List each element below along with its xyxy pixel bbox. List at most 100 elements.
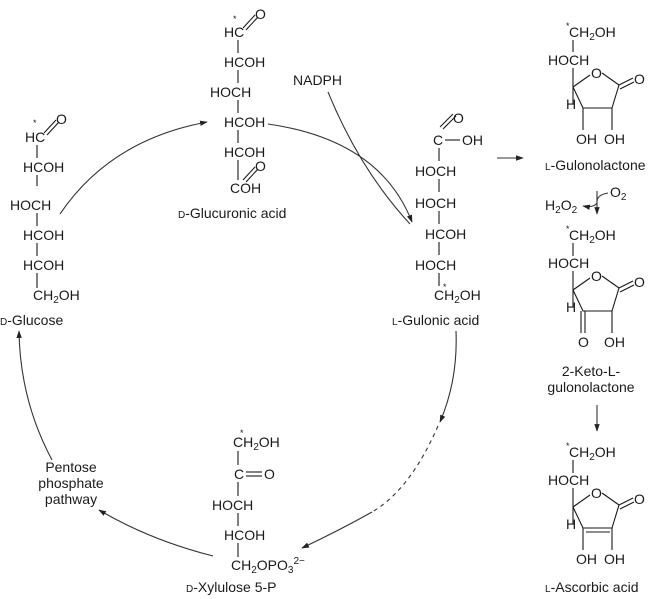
ascorbic-name: L-Ascorbic acid	[545, 579, 638, 595]
keto-o: O	[578, 334, 589, 350]
glucose-c6: CH2OH	[33, 287, 80, 306]
ascorbic-carbonyl-o: O	[634, 491, 645, 507]
ring-bond	[572, 277, 591, 291]
nadph-label: NADPH	[293, 72, 342, 88]
xylulose-c4: HCOH	[224, 527, 265, 543]
gulonolactone-ring-o: O	[591, 65, 602, 81]
gulonic-name: L-Gulonic acid	[392, 312, 479, 328]
arrow-glucose-to-glucuronic	[59, 120, 208, 215]
gulonic-c3: HOCH	[415, 195, 456, 211]
label-marker: *	[566, 21, 570, 31]
gulonolactone-carbonyl-o: O	[634, 71, 645, 87]
xylulose-keto-o: O	[264, 466, 275, 482]
double-bond	[439, 113, 454, 128]
label-marker: *	[566, 224, 570, 234]
double-bond	[618, 280, 634, 289]
arrow-ppp-to-glucose	[16, 330, 53, 461]
ascorbic-oh2: OH	[604, 551, 625, 567]
double-bond	[242, 166, 256, 181]
glucose-c4: HCOH	[23, 227, 64, 243]
gulonolactone-oh2: OH	[604, 131, 625, 147]
glucuronic-c4: HCOH	[224, 114, 265, 130]
double-bond	[619, 284, 635, 293]
glucuronic-c1: HC	[224, 24, 244, 40]
double-bond	[618, 77, 634, 86]
glucose-c3: HOCH	[10, 197, 51, 213]
glucuronic-c5: HCOH	[224, 144, 265, 160]
arrow-gulonic-down	[439, 330, 457, 423]
h2o2-output-arrow	[582, 202, 598, 210]
keto-h: H	[566, 299, 576, 315]
ascorbic-oh1: OH	[576, 551, 597, 567]
glucose-c5: HCOH	[23, 257, 64, 273]
oxidation-step: O2 H2O2	[545, 184, 627, 216]
d-glucose-structure: * HC O HCOH HOCH HCOH HCOH CH2OH D-Gluco…	[0, 111, 80, 328]
keto-ch2oh: CH2OH	[569, 227, 616, 246]
ppp-line2: phosphate	[38, 475, 104, 491]
arrow-nadph-input	[327, 91, 411, 225]
keto-ring-o: O	[591, 268, 602, 284]
double-bond	[242, 14, 256, 29]
keto-carbonyl-o: O	[634, 274, 645, 290]
2-keto-l-gulonolactone-structure: * CH2OH HOCH O O H O OH 2-Keto-L- gulono…	[547, 224, 645, 395]
o2-label: O2	[610, 184, 627, 203]
ppp-line1: Pentose	[45, 459, 97, 475]
gulonic-c1: C	[433, 132, 443, 148]
ascorbic-hoch: HOCH	[548, 472, 589, 488]
pentose-phosphate-pathway-label: Pentose phosphate pathway	[38, 459, 104, 507]
glucose-carbonyl-o: O	[56, 111, 67, 127]
gulonolactone-ch2oh: CH2OH	[569, 24, 616, 43]
glucuronic-c3: HOCH	[210, 84, 251, 100]
label-marker: *	[240, 428, 244, 438]
ring-bond	[572, 494, 591, 508]
double-bond	[46, 121, 60, 136]
glucuronic-acid-o: O	[255, 158, 266, 174]
o2-input-arc	[596, 192, 609, 204]
double-bond	[442, 115, 457, 130]
label-marker: *	[443, 282, 447, 292]
xylulose-c5: CH2OPO32−	[231, 556, 305, 576]
glucuronic-c6: COH	[230, 180, 261, 196]
d-glucuronic-acid-structure: * HC O HCOH HOCH HCOH HCOH O COH D-Glucu…	[178, 6, 286, 221]
label-marker: *	[566, 441, 570, 451]
glucuronic-name: D-Glucuronic acid	[178, 205, 286, 221]
dashed-multistep-arrow	[371, 425, 439, 513]
ppp-line3: pathway	[45, 491, 97, 507]
gulonic-c2: HOCH	[415, 163, 456, 179]
ring-bond	[572, 74, 591, 88]
gulonic-acid-oh: OH	[462, 132, 483, 148]
ascorbic-ch2oh: CH2OH	[569, 444, 616, 463]
double-bond	[619, 501, 635, 510]
ascorbic-h: H	[566, 516, 576, 532]
keto-name-line1: 2-Keto-L-	[562, 363, 621, 379]
keto-oh: OH	[604, 334, 625, 350]
glucose-name: D-Glucose	[0, 312, 63, 328]
gulonic-c6: CH2OH	[434, 287, 481, 306]
label-marker: *	[33, 118, 37, 128]
double-bond	[245, 16, 259, 31]
xylulose-c3: HOCH	[212, 497, 253, 513]
gulonolactone-hoch: HOCH	[548, 52, 589, 68]
l-ascorbic-acid-structure: * CH2OH HOCH O O H OH OH L-Ascorbic acid	[545, 441, 645, 595]
glucuronic-carbonyl-o: O	[255, 6, 266, 22]
gulonic-acid-o: O	[453, 110, 464, 126]
gulonolactone-name: L-Gulonolactone	[545, 157, 646, 173]
xylulose-c1: CH2OH	[233, 434, 280, 453]
glucose-c2: HCOH	[23, 159, 64, 175]
gulonic-c5: HOCH	[415, 257, 456, 273]
glucose-c1: HC	[25, 129, 45, 145]
glucuronic-c2: HCOH	[224, 54, 265, 70]
l-gulonic-acid-structure: NADPH O C OH HOCH HOCH HCOH HOCH * CH2OH…	[293, 72, 483, 328]
gulonolactone-h: H	[566, 96, 576, 112]
d-xylulose-5p-structure: * CH2OH C O HOCH HCOH CH2OPO32− D-Xylulo…	[186, 428, 305, 595]
double-bond	[619, 81, 635, 90]
keto-name-line2: gulonolactone	[547, 379, 634, 395]
xylulose-name: D-Xylulose 5-P	[186, 579, 277, 595]
double-bond	[43, 119, 57, 134]
double-bond	[245, 168, 259, 183]
gulonolactone-oh1: OH	[576, 131, 597, 147]
ascorbic-ring-o: O	[591, 485, 602, 501]
arrow-to-xylulose	[301, 511, 373, 549]
arrow-xylulose-to-ppp	[98, 509, 214, 557]
